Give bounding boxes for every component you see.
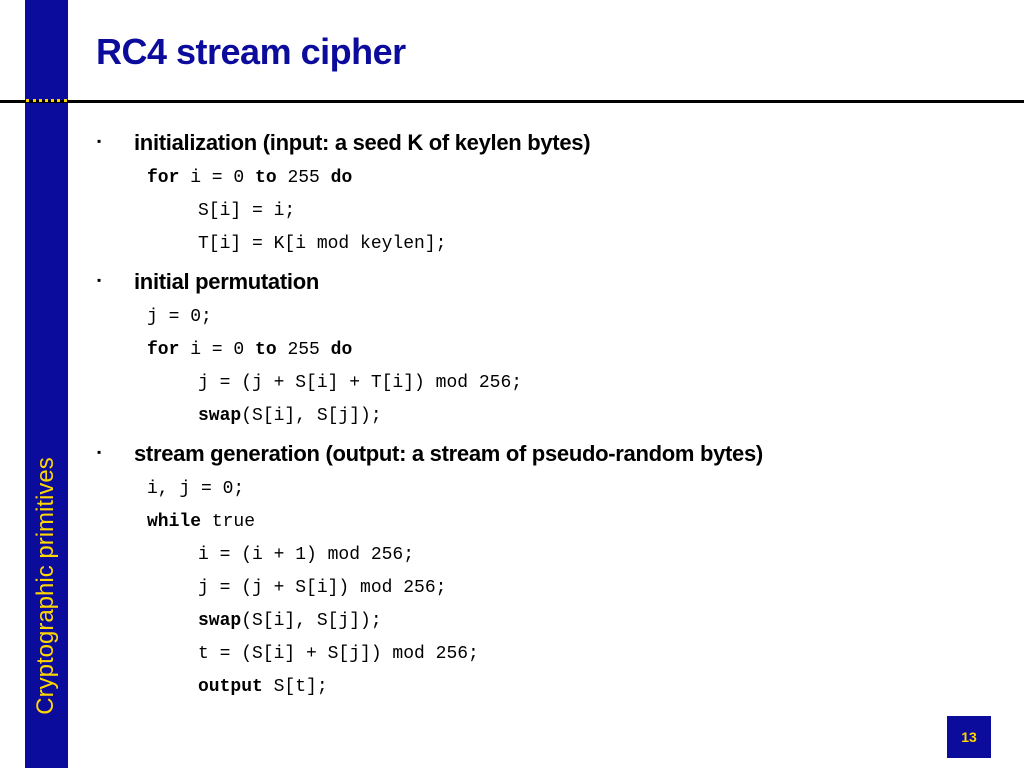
code-line: i = (i + 1) mod 256;	[198, 545, 415, 565]
code-line: j = (j + S[i] + T[i]) mod 256;	[198, 373, 523, 393]
code-line: swap(S[i], S[j]);	[198, 611, 382, 631]
bullet-heading-permutation: initial permutation	[134, 269, 319, 294]
dotted-accent	[26, 99, 67, 102]
bullet-icon: ▪	[97, 445, 102, 459]
code-line: output S[t];	[198, 677, 328, 697]
bullet-heading-stream-generation: stream generation (output: a stream of p…	[134, 441, 763, 466]
code-line: S[i] = i;	[198, 201, 296, 221]
bullet-icon: ▪	[97, 273, 102, 287]
code-line: T[i] = K[i mod keylen];	[198, 234, 447, 254]
code-line: for i = 0 to 255 do	[147, 340, 353, 360]
code-line: swap(S[i], S[j]);	[198, 406, 382, 426]
side-bar	[25, 0, 68, 768]
bullet-heading-initialization: initialization (input: a seed K of keyle…	[134, 130, 591, 155]
code-line: j = 0;	[147, 307, 212, 327]
code-line: t = (S[i] + S[j]) mod 256;	[198, 644, 479, 664]
code-line: j = (j + S[i]) mod 256;	[198, 578, 447, 598]
bullet-icon: ▪	[97, 134, 102, 148]
code-line: i, j = 0;	[147, 479, 245, 499]
code-line: for i = 0 to 255 do	[147, 168, 353, 188]
title-divider	[0, 100, 1024, 103]
section-label: Cryptographic primitives	[32, 457, 59, 715]
slide-title: RC4 stream cipher	[96, 31, 406, 72]
code-line: while true	[147, 512, 256, 532]
page-number: 13	[947, 716, 991, 758]
